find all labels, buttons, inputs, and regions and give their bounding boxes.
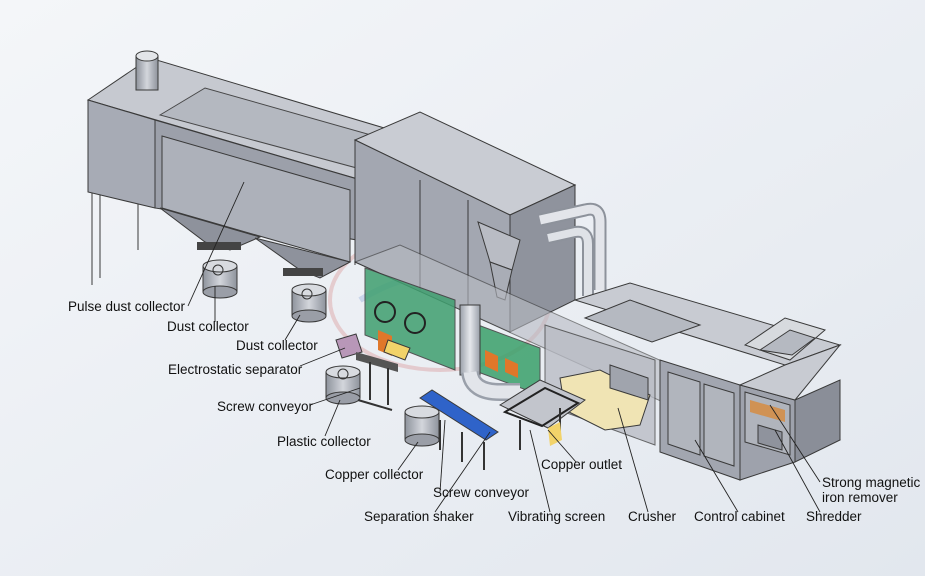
- leader-lines: [187, 181, 821, 513]
- shredder-unit: [738, 317, 842, 481]
- label-separation-shaker: Separation shaker: [364, 509, 474, 524]
- label-dust-collector-1: Dust collector: [167, 319, 249, 334]
- label-copper-collector: Copper collector: [325, 467, 424, 482]
- label-vibrating-screen: Vibrating screen: [508, 509, 605, 524]
- component-labels: Pulse dust collector Dust collector Dust…: [68, 299, 921, 524]
- dust-collector-drum-1: [197, 242, 241, 299]
- vibrating-screen-unit: [498, 379, 586, 450]
- label-dust-collector-2: Dust collector: [236, 338, 318, 353]
- air-pipes: [538, 202, 607, 296]
- label-electrostatic-separator: Electrostatic separator: [168, 362, 303, 377]
- blue-screw-conveyor: [419, 389, 499, 470]
- label-magnetic-remover-line2: iron remover: [822, 490, 898, 505]
- label-control-cabinet: Control cabinet: [694, 509, 785, 524]
- label-screw-conveyor-2: Screw conveyor: [433, 485, 530, 500]
- control-cabinet-unit: [659, 359, 741, 481]
- dust-collector-drum-2: [283, 268, 327, 323]
- label-crusher: Crusher: [628, 509, 677, 524]
- crusher-unit: [544, 324, 656, 446]
- copper-collector-drum: [404, 405, 440, 447]
- label-screw-conveyor-1: Screw conveyor: [217, 399, 314, 414]
- label-pulse-dust-collector: Pulse dust collector: [68, 299, 186, 314]
- label-magnetic-remover-line1: Strong magnetic: [822, 475, 921, 490]
- label-copper-outlet: Copper outlet: [541, 457, 622, 472]
- label-plastic-collector: Plastic collector: [277, 434, 371, 449]
- label-shredder: Shredder: [806, 509, 862, 524]
- electrostatic-separator-unit: [335, 333, 398, 411]
